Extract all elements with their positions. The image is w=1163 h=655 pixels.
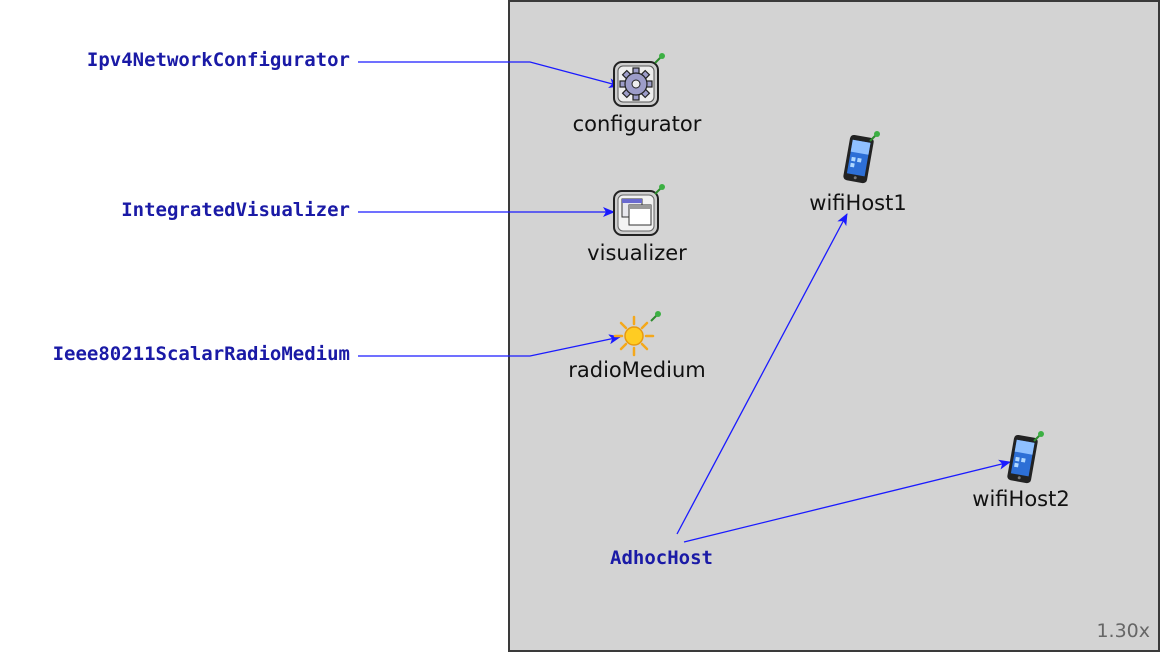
visualizer-label[interactable]: visualizer: [587, 241, 687, 265]
arrow-radio-medium: [358, 334, 621, 357]
arrow-wifihost1: [676, 213, 848, 535]
wifihost1-label[interactable]: wifiHost1: [809, 191, 907, 215]
host-type-label: AdhocHost: [610, 547, 713, 569]
zoom-level: 1.30x: [1096, 620, 1150, 642]
gear-icon[interactable]: [612, 52, 668, 108]
phone-icon[interactable]: [1002, 428, 1046, 492]
visualizer-type-label: IntegratedVisualizer: [121, 199, 350, 221]
arrow-wifihost2: [683, 459, 1011, 543]
radio-medium-type-label: Ieee80211ScalarRadioMedium: [52, 343, 350, 365]
network-canvas[interactable]: 1.30x: [508, 0, 1160, 652]
window-icon[interactable]: [612, 183, 668, 239]
phone-icon[interactable]: [838, 128, 882, 192]
radio-medium-label[interactable]: radioMedium: [568, 358, 706, 382]
sun-icon[interactable]: [612, 308, 668, 364]
wifihost2-label[interactable]: wifiHost2: [972, 487, 1070, 511]
configurator-type-label: Ipv4NetworkConfigurator: [86, 49, 350, 71]
arrow-configurator: [358, 61, 621, 88]
configurator-label[interactable]: configurator: [572, 112, 702, 136]
